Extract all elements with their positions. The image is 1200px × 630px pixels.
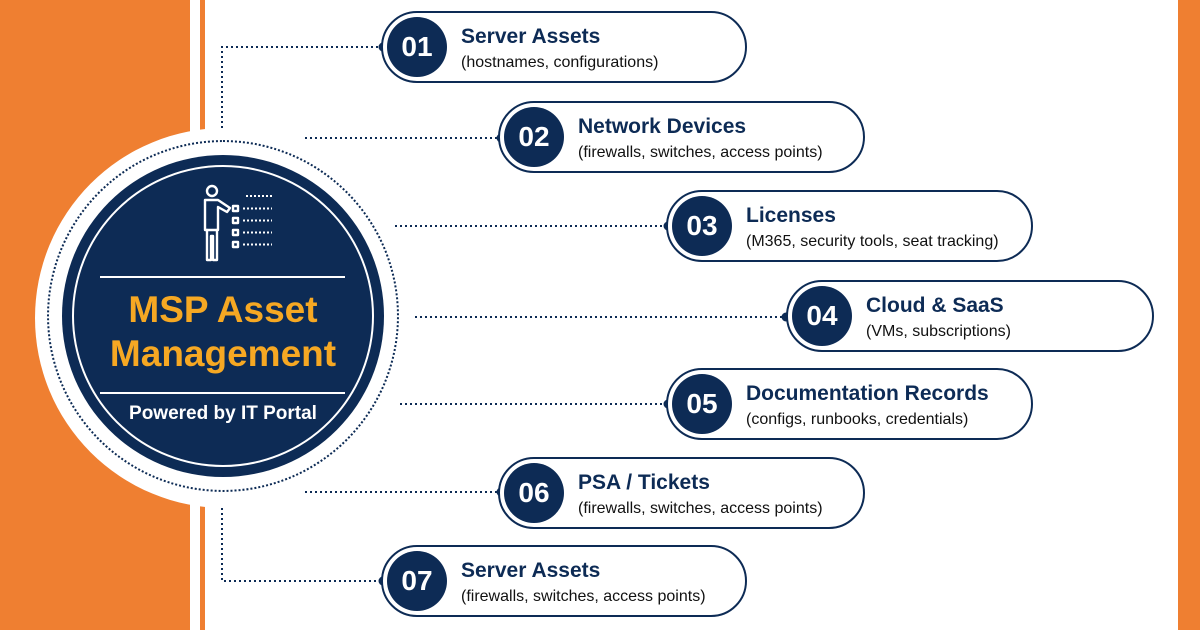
item-number-badge: 06 [504,463,564,523]
item-description: (hostnames, configurations) [461,54,659,71]
hub-title: MSP Asset Management [80,288,366,376]
item-psa-tickets: 06 PSA / Tickets (firewalls, switches, a… [498,457,865,529]
item-number-badge: 04 [792,286,852,346]
presenter-checklist-icon [203,184,272,262]
item-description: (firewalls, switches, access points) [578,144,823,161]
item-number-badge: 07 [387,551,447,611]
item-licenses: 03 Licenses (M365, security tools, seat … [666,190,1033,262]
connector-01 [221,46,383,128]
item-network-devices: 02 Network Devices (firewalls, switches,… [498,101,865,173]
item-description: (firewalls, switches, access points) [578,500,823,517]
item-title: Documentation Records [746,382,989,405]
hub-title-line1: MSP Asset [128,289,318,330]
right-orange-band [1178,0,1200,630]
hub-subtitle: Powered by IT Portal [129,403,317,424]
item-description: (firewalls, switches, access points) [461,588,706,605]
item-cloud-saas: 04 Cloud & SaaS (VMs, subscriptions) [786,280,1154,352]
item-number-badge: 02 [504,107,564,167]
item-server-assets: 01 Server Assets (hostnames, configurati… [381,11,747,83]
hub-dotted-ring [47,140,399,492]
item-description: (configs, runbooks, credentials) [746,411,969,428]
item-server-assets-2: 07 Server Assets (firewalls, switches, a… [381,545,747,617]
item-number-badge: 01 [387,17,447,77]
hub-divider-top [100,276,345,278]
item-description: (VMs, subscriptions) [866,323,1011,340]
item-title: Licenses [746,204,836,227]
item-title: Server Assets [461,559,601,582]
item-title: Cloud & SaaS [866,294,1004,317]
hub-title-line2: Management [109,333,337,374]
item-number-badge: 03 [672,196,732,256]
item-title: PSA / Tickets [578,471,710,494]
connector-07 [221,508,383,582]
item-title: Network Devices [578,115,747,138]
hub-divider-bottom [100,392,345,394]
item-number-badge: 05 [672,374,732,434]
hub-inner-ring [72,165,374,467]
item-description: (M365, security tools, seat tracking) [746,233,999,250]
item-documentation-records: 05 Documentation Records (configs, runbo… [666,368,1033,440]
item-title: Server Assets [461,25,601,48]
